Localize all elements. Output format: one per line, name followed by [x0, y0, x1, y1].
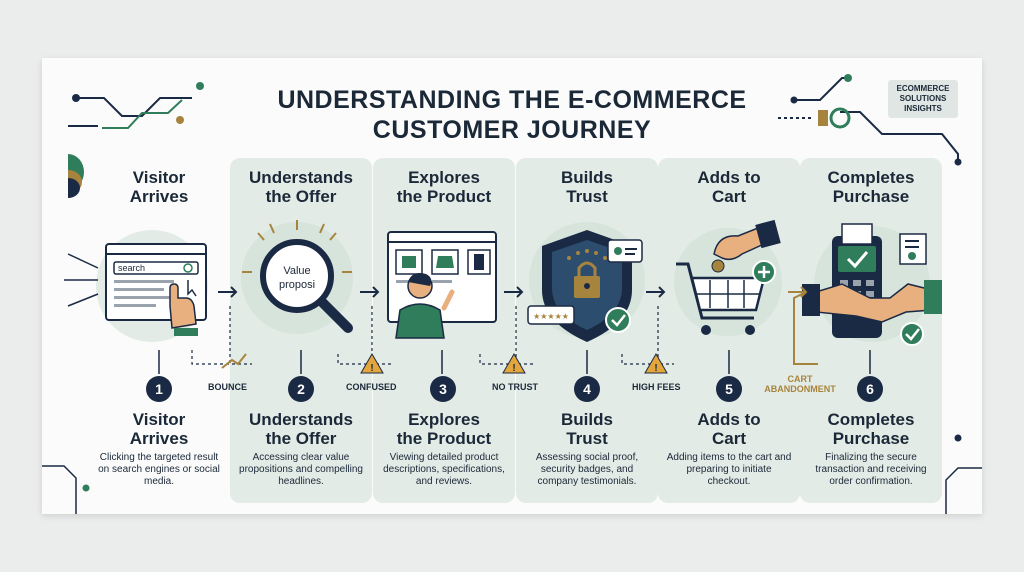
svg-text:!: !	[370, 363, 373, 374]
svg-text:!: !	[654, 363, 657, 374]
value-proposition-label-1: Value	[283, 265, 310, 277]
step-6-title: Completes Purchase	[800, 410, 942, 448]
badge-line-2: SOLUTIONS	[899, 94, 947, 103]
cart-abandonment-label: CART ABANDONMENT	[760, 374, 840, 394]
search-field-label: search	[118, 263, 145, 273]
shopping-cart-icon	[674, 219, 782, 336]
step-3-title-line-1: Explores	[408, 410, 480, 429]
badge-line-3: INSIGHTS	[904, 104, 942, 113]
svg-text:★★★★★: ★★★★★	[533, 312, 569, 321]
corner-decoration-bottom	[42, 434, 982, 514]
step-5-heading-line-1: Adds to	[697, 168, 761, 187]
infographic-card: search Value proposi	[42, 58, 982, 514]
cart-abandonment-path	[793, 291, 818, 365]
step-6-number: 6	[857, 376, 883, 402]
step-4-number: 4	[574, 376, 600, 402]
step-1-description: Clicking the targeted result on search e…	[98, 452, 220, 487]
page-title-line-1: UNDERSTANDING THE E-COMMERCE	[277, 86, 747, 114]
step-2-heading-line-1: Understands	[249, 168, 353, 187]
step-1-title: Visitor Arrives	[88, 410, 230, 448]
cart-abandonment-line-1: CART	[787, 374, 813, 384]
step-1-heading: Visitor Arrives	[88, 168, 230, 206]
step-5-heading: Adds to Cart	[658, 168, 800, 206]
high-fees-label: HIGH FEES	[632, 382, 681, 392]
step-6-title-line-1: Completes	[827, 410, 915, 429]
step-2-title-line-2: the Offer	[265, 429, 337, 448]
circuit-decoration-right	[778, 74, 962, 166]
illustrations: search Value proposi	[42, 74, 982, 514]
step-1-title-line-1: Visitor	[132, 410, 186, 429]
step-2-title-line-1: Understands	[249, 410, 353, 429]
svg-text:!: !	[512, 363, 515, 374]
flow-arrows	[218, 286, 808, 298]
browser-search-icon	[64, 230, 208, 342]
step-2-description: Accessing clear value propositions and c…	[239, 452, 363, 487]
step-2-heading: Understands the Offer	[230, 168, 372, 206]
warning-icons: ! ! !	[360, 353, 668, 374]
step-3-description: Viewing detailed product descriptions, s…	[383, 452, 505, 487]
step-3-heading-line-2: the Product	[396, 187, 492, 206]
step-5-description: Adding items to the cart and preparing t…	[666, 452, 792, 487]
step-2-title: Understands the Offer	[230, 410, 372, 448]
step-6-heading-line-2: Purchase	[832, 187, 910, 206]
page-title-line-2: CUSTOMER JOURNEY	[372, 116, 652, 144]
step-4-title-line-2: Trust	[566, 429, 608, 448]
step-4-heading: Builds Trust	[516, 168, 658, 206]
confused-label: CONFUSED	[346, 382, 397, 392]
step-4-heading-line-1: Builds	[561, 168, 613, 187]
step-6-title-line-2: Purchase	[832, 429, 910, 448]
step-1-heading-line-2: Arrives	[129, 187, 189, 206]
step-3-heading-line-1: Explores	[408, 168, 480, 187]
step-5-number: 5	[716, 376, 742, 402]
magnifier-icon	[241, 220, 353, 334]
step-2-heading-line-2: the Offer	[265, 187, 337, 206]
step-6-description: Finalizing the secure transaction and re…	[815, 452, 927, 487]
step-5-title: Adds to Cart	[658, 410, 800, 448]
bounce-label: BOUNCE	[208, 382, 248, 392]
step-3-heading: Explores the Product	[373, 168, 515, 206]
step-4-description: Assessing social proof, security badges,…	[535, 452, 639, 487]
cart-abandonment-line-2: ABANDONMENT	[764, 384, 836, 394]
step-1-title-line-2: Arrives	[129, 429, 189, 448]
step-4-title-line-1: Builds	[561, 410, 613, 429]
value-proposition-label-2: proposi	[279, 279, 315, 291]
circuit-decoration-left	[68, 82, 204, 198]
product-browsing-icon	[387, 231, 497, 339]
step-3-number: 3	[430, 376, 456, 402]
step-5-title-line-2: Cart	[711, 429, 746, 448]
security-shield-icon: ★★★★★	[527, 222, 645, 342]
step-3-title: Explores the Product	[373, 410, 515, 448]
step-1-number: 1	[146, 376, 172, 402]
step-3-title-line-2: the Product	[396, 429, 492, 448]
number-connectors	[158, 350, 871, 374]
step-6-heading: Completes Purchase	[800, 168, 942, 206]
step-4-title: Builds Trust	[516, 410, 658, 448]
step-6-heading-line-1: Completes	[827, 168, 915, 187]
step-2-number: 2	[288, 376, 314, 402]
no-trust-label: NO TRUST	[492, 382, 538, 392]
badge-line-1: ECOMMERCE	[896, 84, 950, 93]
brand-badge: ECOMMERCE SOLUTIONS INSIGHTS	[888, 80, 958, 118]
bounce-arrow	[221, 353, 247, 369]
step-1-heading-line-1: Visitor	[132, 168, 186, 187]
step-4-heading-line-2: Trust	[566, 187, 608, 206]
step-5-heading-line-2: Cart	[711, 187, 746, 206]
step-5-title-line-1: Adds to	[697, 410, 761, 429]
payment-handshake-icon	[802, 223, 942, 346]
